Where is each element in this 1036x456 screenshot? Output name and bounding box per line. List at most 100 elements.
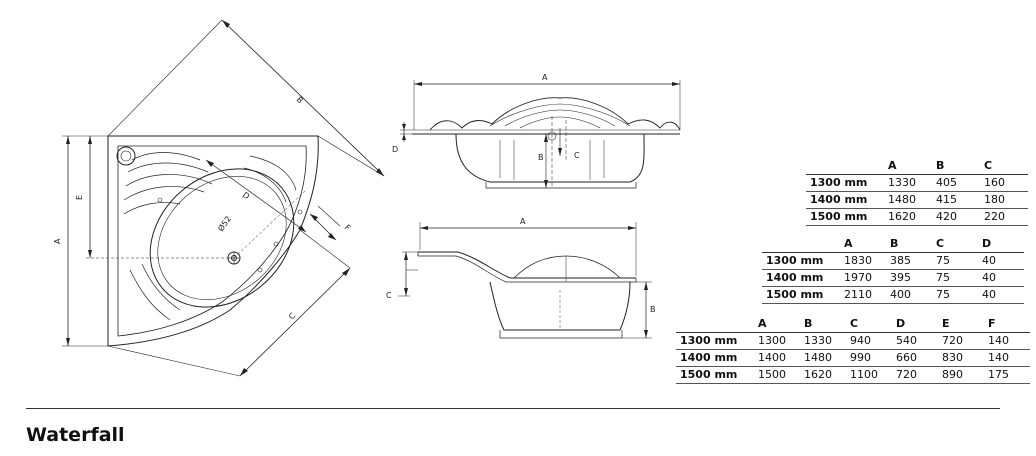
top-view-label-a: A: [53, 238, 62, 244]
table-cell: 1480: [804, 351, 832, 364]
table-header-cell: F: [988, 317, 996, 330]
front-view: [400, 80, 681, 189]
table-header-cell: B: [804, 317, 813, 330]
table-cell: 1300: [758, 334, 786, 347]
table-cell: 1300 mm: [810, 176, 868, 189]
table-header-row: A B C D E F: [676, 316, 1030, 333]
side-view-label-b: B: [650, 305, 656, 314]
table-header-cell: D: [982, 237, 992, 250]
table-cell: 175: [988, 368, 1009, 381]
front-view-label-c: C: [574, 151, 580, 160]
table-cell: 990: [850, 351, 871, 364]
table-header-cell: A: [888, 159, 897, 172]
table-cell: 400: [890, 288, 911, 301]
table-cell: 40: [982, 288, 996, 301]
table-header-cell: B: [890, 237, 899, 250]
table-row: 1400 mm 1400 1480 990 660 830 140: [676, 350, 1030, 367]
top-view-label-f: F: [343, 223, 353, 233]
divider: [26, 408, 1000, 409]
table-cell: 180: [984, 193, 1005, 206]
side-view-label-a: A: [520, 217, 526, 226]
table-cell: 1500 mm: [766, 288, 824, 301]
front-view-label-b: B: [538, 153, 544, 162]
table-cell: 1400 mm: [810, 193, 868, 206]
table-row: 1400 mm 1970 395 75 40: [762, 270, 1024, 287]
table-row: 1300 mm 1300 1330 940 540 720 140: [676, 333, 1030, 350]
table-cell: 140: [988, 334, 1009, 347]
table-header-cell: [762, 236, 840, 253]
basin-side: [489, 281, 631, 331]
table-cell: 660: [896, 351, 917, 364]
table-row: 1500 mm 1620 420 220: [806, 209, 1028, 226]
table-header-cell: C: [984, 159, 993, 172]
table-cell: 1830: [844, 254, 872, 267]
table-header-cell: A: [844, 237, 853, 250]
table-header-cell: B: [936, 159, 945, 172]
table-cell: 220: [984, 210, 1005, 223]
table-header-cell: A: [758, 317, 767, 330]
table-cell: 720: [896, 368, 917, 381]
table-cell: 405: [936, 176, 957, 189]
table-cell: 1330: [804, 334, 832, 347]
table-cell: 415: [936, 193, 957, 206]
table-header-row: A B C: [806, 158, 1028, 175]
table-header-row: A B C D: [762, 236, 1024, 253]
table-row: 1300 mm 1330 405 160: [806, 175, 1028, 192]
top-view: [62, 19, 385, 377]
table-cell: 1400: [758, 351, 786, 364]
table-cell: 2110: [844, 288, 872, 301]
table-cell: 75: [936, 271, 950, 284]
table-cell: 540: [896, 334, 917, 347]
dimension-table-side-view: A B C D 1300 mm 1830 385 75 40 1400 mm 1…: [762, 236, 1024, 304]
table-cell: 420: [936, 210, 957, 223]
dimension-table-front-view: A B C 1300 mm 1330 405 160 1400 mm 1480 …: [806, 158, 1028, 226]
table-cell: 1500 mm: [680, 368, 738, 381]
table-cell: 890: [942, 368, 963, 381]
table-cell: 1500: [758, 368, 786, 381]
basin-front: [455, 133, 645, 183]
table-row: 1500 mm 1500 1620 1100 720 890 175: [676, 367, 1030, 384]
top-view-label-drain: Ø52: [215, 214, 233, 233]
top-view-label-b: B: [295, 95, 305, 105]
table-cell: 160: [984, 176, 1005, 189]
table-header-cell: D: [896, 317, 906, 330]
top-view-label-e: E: [75, 195, 84, 200]
table-cell: 1500 mm: [810, 210, 868, 223]
table-header-cell: [806, 158, 884, 175]
top-view-label-c: C: [287, 311, 298, 322]
table-row: 1300 mm 1830 385 75 40: [762, 253, 1024, 270]
table-header-cell: E: [942, 317, 950, 330]
basin-top: [149, 168, 295, 308]
front-view-label-d: D: [392, 145, 398, 154]
table-cell: 1330: [888, 176, 916, 189]
table-row: 1500 mm 2110 400 75 40: [762, 287, 1024, 304]
side-view: [398, 222, 652, 339]
table-row: 1400 mm 1480 415 180: [806, 192, 1028, 209]
table-cell: 1400 mm: [680, 351, 738, 364]
tub-rim-top: [117, 145, 307, 337]
table-cell: 1620: [804, 368, 832, 381]
table-cell: 385: [890, 254, 911, 267]
table-header-cell: C: [936, 237, 945, 250]
table-cell: 75: [936, 288, 950, 301]
top-view-label-d: D: [241, 190, 251, 201]
table-cell: 1480: [888, 193, 916, 206]
product-name: Waterfall: [26, 424, 125, 446]
table-cell: 1300 mm: [680, 334, 738, 347]
table-cell: 1300 mm: [766, 254, 824, 267]
table-cell: 1970: [844, 271, 872, 284]
table-cell: 75: [936, 254, 950, 267]
table-cell: 940: [850, 334, 871, 347]
table-cell: 1400 mm: [766, 271, 824, 284]
tub-outline-top: [107, 135, 319, 347]
table-cell: 720: [942, 334, 963, 347]
table-cell: 830: [942, 351, 963, 364]
table-cell: 1100: [850, 368, 878, 381]
table-header-cell: C: [850, 317, 859, 330]
front-view-label-a: A: [542, 73, 548, 82]
side-view-label-c: C: [386, 291, 392, 300]
table-header-cell: [676, 316, 754, 333]
table-cell: 40: [982, 271, 996, 284]
dimension-table-top-view: A B C D E F 1300 mm 1300 1330 940 540 72…: [676, 316, 1030, 384]
